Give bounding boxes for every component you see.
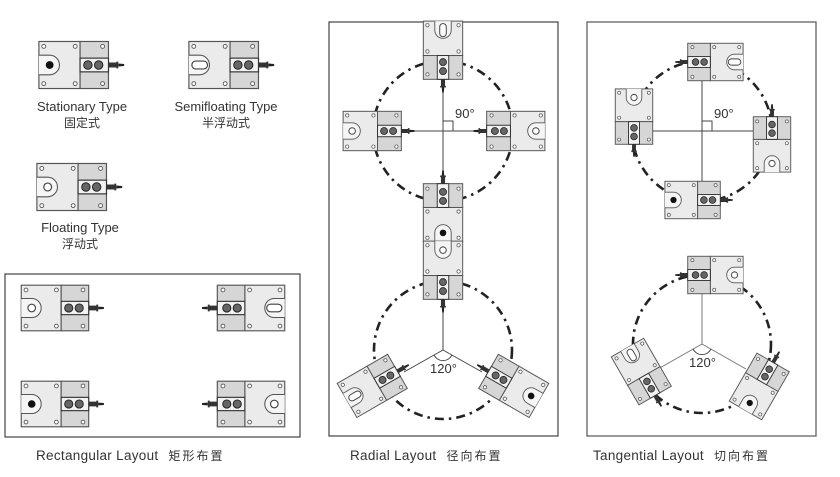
- tangential-layout-caption: Tangential Layout 切向布置: [593, 447, 770, 464]
- semifloating-type-cell: [189, 41, 274, 88]
- rectangular-layout-frame: [4, 273, 301, 438]
- radial-4-point-group: [343, 21, 545, 242]
- radial3-cell-left: [337, 348, 418, 418]
- semifloating-label-en: Semifloating Type: [174, 99, 278, 114]
- floating-type-cell: [37, 163, 122, 210]
- radial3-cell-top: [423, 241, 462, 312]
- tangential-caption-en: Tangential Layout: [593, 448, 704, 463]
- stationary-type-label: Stationary Type 固定式: [22, 99, 142, 131]
- semifloating-type-label: Semifloating Type 半浮动式: [158, 99, 294, 131]
- floating-type-label: Floating Type 浮动式: [20, 220, 140, 252]
- tangential-angle-90: 90°: [714, 106, 734, 121]
- radial-angle-90: 90°: [455, 106, 475, 121]
- radial-angle-120: 120°: [430, 361, 457, 376]
- stationary-label-en: Stationary Type: [36, 99, 128, 114]
- floating-label-zh: 浮动式: [61, 237, 98, 251]
- radial-cell-bottom: [423, 171, 462, 242]
- floating-label-en: Floating Type: [41, 220, 119, 235]
- tangential3-cell-top: [675, 256, 743, 293]
- radial-caption-en: Radial Layout: [350, 448, 437, 463]
- radial-cell-left: [343, 111, 414, 150]
- rectangular-caption-zh: 矩形布置: [168, 449, 225, 463]
- tangential-layout-frame: [586, 21, 817, 437]
- rect-cell-top-right: [202, 285, 285, 331]
- rectangular-layout-caption: Rectangular Layout 矩形布置: [36, 447, 225, 464]
- radial-cell-right: [474, 111, 545, 150]
- semifloating-label-zh: 半浮动式: [201, 116, 250, 130]
- radial-cell-top: [423, 21, 462, 92]
- stationary-label-zh: 固定式: [63, 116, 100, 130]
- tangential-caption-zh: 切向布置: [713, 449, 770, 463]
- tangential-angle-120: 120°: [689, 355, 716, 370]
- radial-3-point-group: [337, 241, 549, 421]
- tangential-cell-bottom: [665, 181, 733, 218]
- tangential-4-point-group: [615, 43, 790, 218]
- tangential3-cell-right: [729, 342, 795, 419]
- tangential-cell-right: [753, 104, 790, 172]
- radial-layout-caption: Radial Layout 径向布置: [350, 447, 502, 464]
- tangential-3-point-group: [611, 256, 795, 419]
- stationary-type-cell: [39, 41, 124, 88]
- tangential-cell-left: [615, 89, 652, 157]
- rect-cell-top-left: [21, 285, 104, 331]
- rect-cell-bottom-left: [21, 381, 104, 427]
- rectangular-caption-en: Rectangular Layout: [36, 448, 159, 463]
- tangential-cell-top: [675, 43, 743, 80]
- rect-cell-bottom-right: [202, 381, 285, 427]
- radial-caption-zh: 径向布置: [446, 449, 503, 463]
